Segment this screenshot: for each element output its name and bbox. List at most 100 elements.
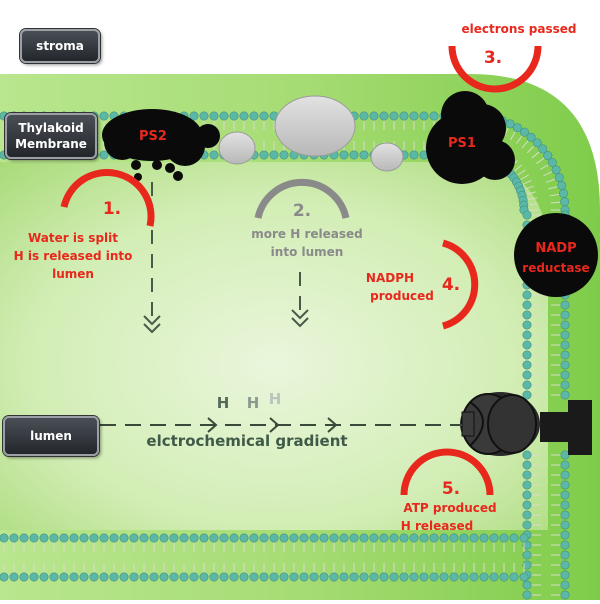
lipid-head <box>149 533 159 543</box>
lipid-head <box>560 530 570 540</box>
lipid-head <box>389 111 399 121</box>
thylakoid-label-line1: Thylakoid <box>18 121 84 135</box>
lipid-head <box>522 470 532 480</box>
lipid-head <box>379 533 389 543</box>
lipid-head <box>229 572 239 582</box>
lipid-head <box>509 572 519 582</box>
lipid-head <box>560 470 570 480</box>
lipid-head <box>149 572 159 582</box>
lipid-head <box>49 533 59 543</box>
hydrogen-ion-3: H <box>269 390 282 408</box>
lipid-head <box>119 533 129 543</box>
lipid-head <box>522 550 532 560</box>
lipid-head <box>369 533 379 543</box>
lipid-head <box>419 533 429 543</box>
lipid-head <box>309 533 319 543</box>
lipid-head <box>389 572 399 582</box>
lipid-head <box>89 533 99 543</box>
lipid-head <box>409 533 419 543</box>
lipid-head <box>359 150 369 160</box>
lipid-head <box>59 533 69 543</box>
lipid-head <box>439 533 449 543</box>
lipid-head <box>119 572 129 582</box>
lipid-head <box>179 533 189 543</box>
lipid-head <box>299 533 309 543</box>
lipid-head <box>239 572 249 582</box>
lipid-head <box>159 533 169 543</box>
lipid-head <box>59 572 69 582</box>
step-1-line1: Water is split <box>28 231 118 245</box>
atp-synthase-complex <box>460 392 592 456</box>
lipid-head <box>499 572 509 582</box>
lipid-head <box>39 572 49 582</box>
lipid-head <box>560 320 570 330</box>
nadp-reductase-complex <box>514 213 598 297</box>
lipid-head <box>522 560 532 570</box>
lipid-head <box>369 111 379 121</box>
step-3-arc <box>448 45 542 93</box>
lipid-head <box>560 350 570 360</box>
step-4-arc <box>441 239 479 330</box>
step-1-line2: H is released into <box>14 249 133 263</box>
step-5-line1: ATP produced <box>403 501 496 515</box>
lipid-head <box>229 111 239 121</box>
step-1-line3: lumen <box>52 267 94 281</box>
lipid-head <box>9 572 19 582</box>
electron-flow-arrows <box>143 182 309 334</box>
lipid-head <box>359 572 369 582</box>
lipid-head <box>349 150 359 160</box>
lipid-head <box>179 572 189 582</box>
lipid-head <box>560 450 570 460</box>
step-4-line2: produced <box>370 289 434 303</box>
lipid-head <box>499 533 509 543</box>
lipid-head <box>469 533 479 543</box>
lipid-head <box>129 533 139 543</box>
lipid-head <box>505 119 515 129</box>
lipid-head <box>559 189 569 199</box>
lipid-head <box>189 533 199 543</box>
lipid-head <box>519 572 529 582</box>
lipid-head <box>99 533 109 543</box>
lipid-head <box>109 572 119 582</box>
lipid-head <box>19 533 29 543</box>
lipid-head <box>49 572 59 582</box>
lipid-head <box>69 572 79 582</box>
step-2-arc <box>254 178 350 219</box>
lipid-head <box>209 533 219 543</box>
lipid-head <box>279 533 289 543</box>
lipid-head <box>209 150 219 160</box>
lipid-head <box>259 111 269 121</box>
lipid-head <box>419 111 429 121</box>
lipid-head <box>399 533 409 543</box>
step-2-line2: into lumen <box>271 245 344 259</box>
lipid-head <box>522 590 532 600</box>
thylakoid-membrane-label: Thylakoid Membrane <box>5 113 97 159</box>
lipid-head <box>560 460 570 470</box>
lipid-head <box>19 572 29 582</box>
lipid-head <box>99 111 109 121</box>
lipid-head <box>560 580 570 590</box>
lipid-head <box>560 570 570 580</box>
lipid-head <box>39 533 49 543</box>
lipid-head <box>429 533 439 543</box>
lipid-head <box>389 533 399 543</box>
lipid-head <box>522 380 532 390</box>
lipid-head <box>239 111 249 121</box>
lipid-head <box>0 533 9 543</box>
lipid-head <box>522 370 532 380</box>
lipid-head <box>289 572 299 582</box>
lipid-head <box>409 572 419 582</box>
lipid-head <box>522 580 532 590</box>
lipid-head <box>489 533 499 543</box>
lipid-head <box>560 500 570 510</box>
gradient-arrow <box>100 417 462 433</box>
lipid-head <box>289 533 299 543</box>
lipid-head <box>309 572 319 582</box>
lipid-head <box>359 111 369 121</box>
lipid-head <box>551 165 561 175</box>
ps2-label: PS2 <box>139 129 167 144</box>
nadp-reductase-label-line2: reductase <box>522 261 589 275</box>
lipid-head <box>543 151 553 161</box>
lipid-head <box>109 533 119 543</box>
step-2-number: 2. <box>293 201 311 221</box>
